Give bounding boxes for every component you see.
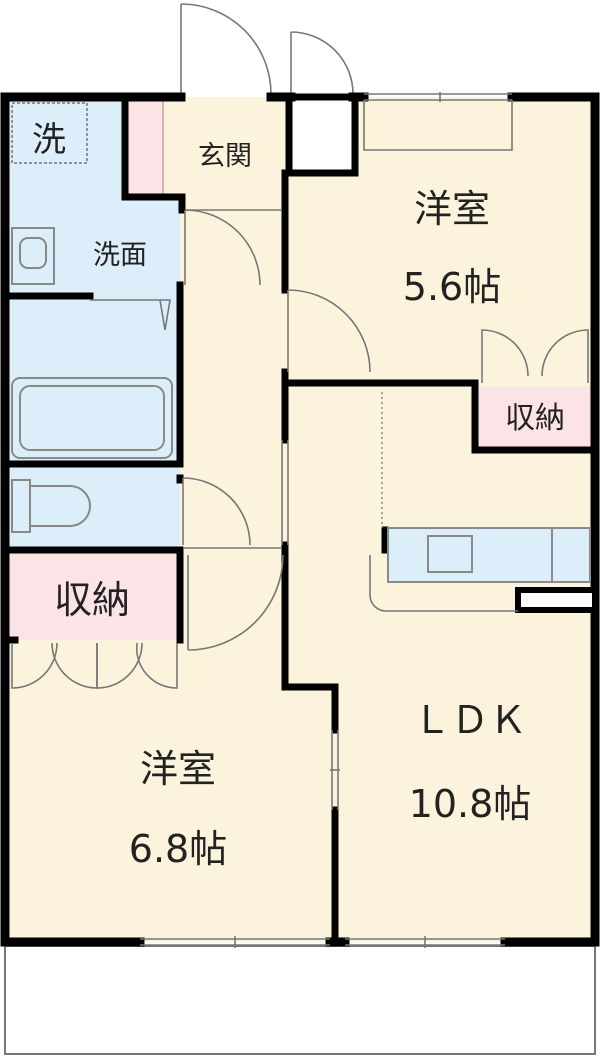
entrance-door-swings <box>180 3 359 177</box>
pipe-space <box>285 93 359 177</box>
bathtub <box>11 377 173 459</box>
floor-washroom <box>5 97 180 296</box>
western-room-1-name: 洋室 <box>414 187 490 231</box>
ldk-name: ＬＤＫ <box>413 698 527 742</box>
entrance-label: 玄関 <box>198 141 252 172</box>
washing-machine-pan <box>11 102 88 164</box>
wash-basin <box>11 227 55 285</box>
laundry-label: 洗 <box>32 120 66 160</box>
windows <box>140 92 513 948</box>
washroom-label: 洗面 <box>93 240 147 271</box>
floor-ldk <box>285 387 595 942</box>
western-room-2-size: 6.8帖 <box>129 827 227 871</box>
balcony <box>4 945 596 1055</box>
kitchen-counter <box>387 527 591 583</box>
western-room-1-size: 5.6帖 <box>403 265 501 309</box>
floor-toilet <box>5 464 180 550</box>
interior-doors <box>11 209 589 810</box>
floor-storage-1 <box>475 387 595 447</box>
western-room-2-name: 洋室 <box>140 747 216 791</box>
kitchen-sink <box>427 535 473 573</box>
floor-western-room-2 <box>5 640 335 942</box>
floor-bathroom <box>5 296 180 464</box>
floor-storage-2 <box>5 550 180 640</box>
shoe-box <box>126 99 164 196</box>
interior-walls <box>1 93 599 946</box>
storage-2-label: 収納 <box>54 578 130 622</box>
floor-fills <box>4 97 596 1055</box>
toilet-bowl <box>29 485 91 527</box>
fixtures <box>11 102 591 612</box>
outer-walls <box>0 92 600 947</box>
storage-1-label: 収納 <box>505 401 565 436</box>
room-labels: 洗 玄関 洗面 洋室 5.6帖 収納 収納 洋室 6.8帖 ＬＤＫ 10.8帖 <box>32 120 565 871</box>
ldk-size: 10.8帖 <box>409 782 532 826</box>
floor-room2-ext <box>180 550 285 690</box>
